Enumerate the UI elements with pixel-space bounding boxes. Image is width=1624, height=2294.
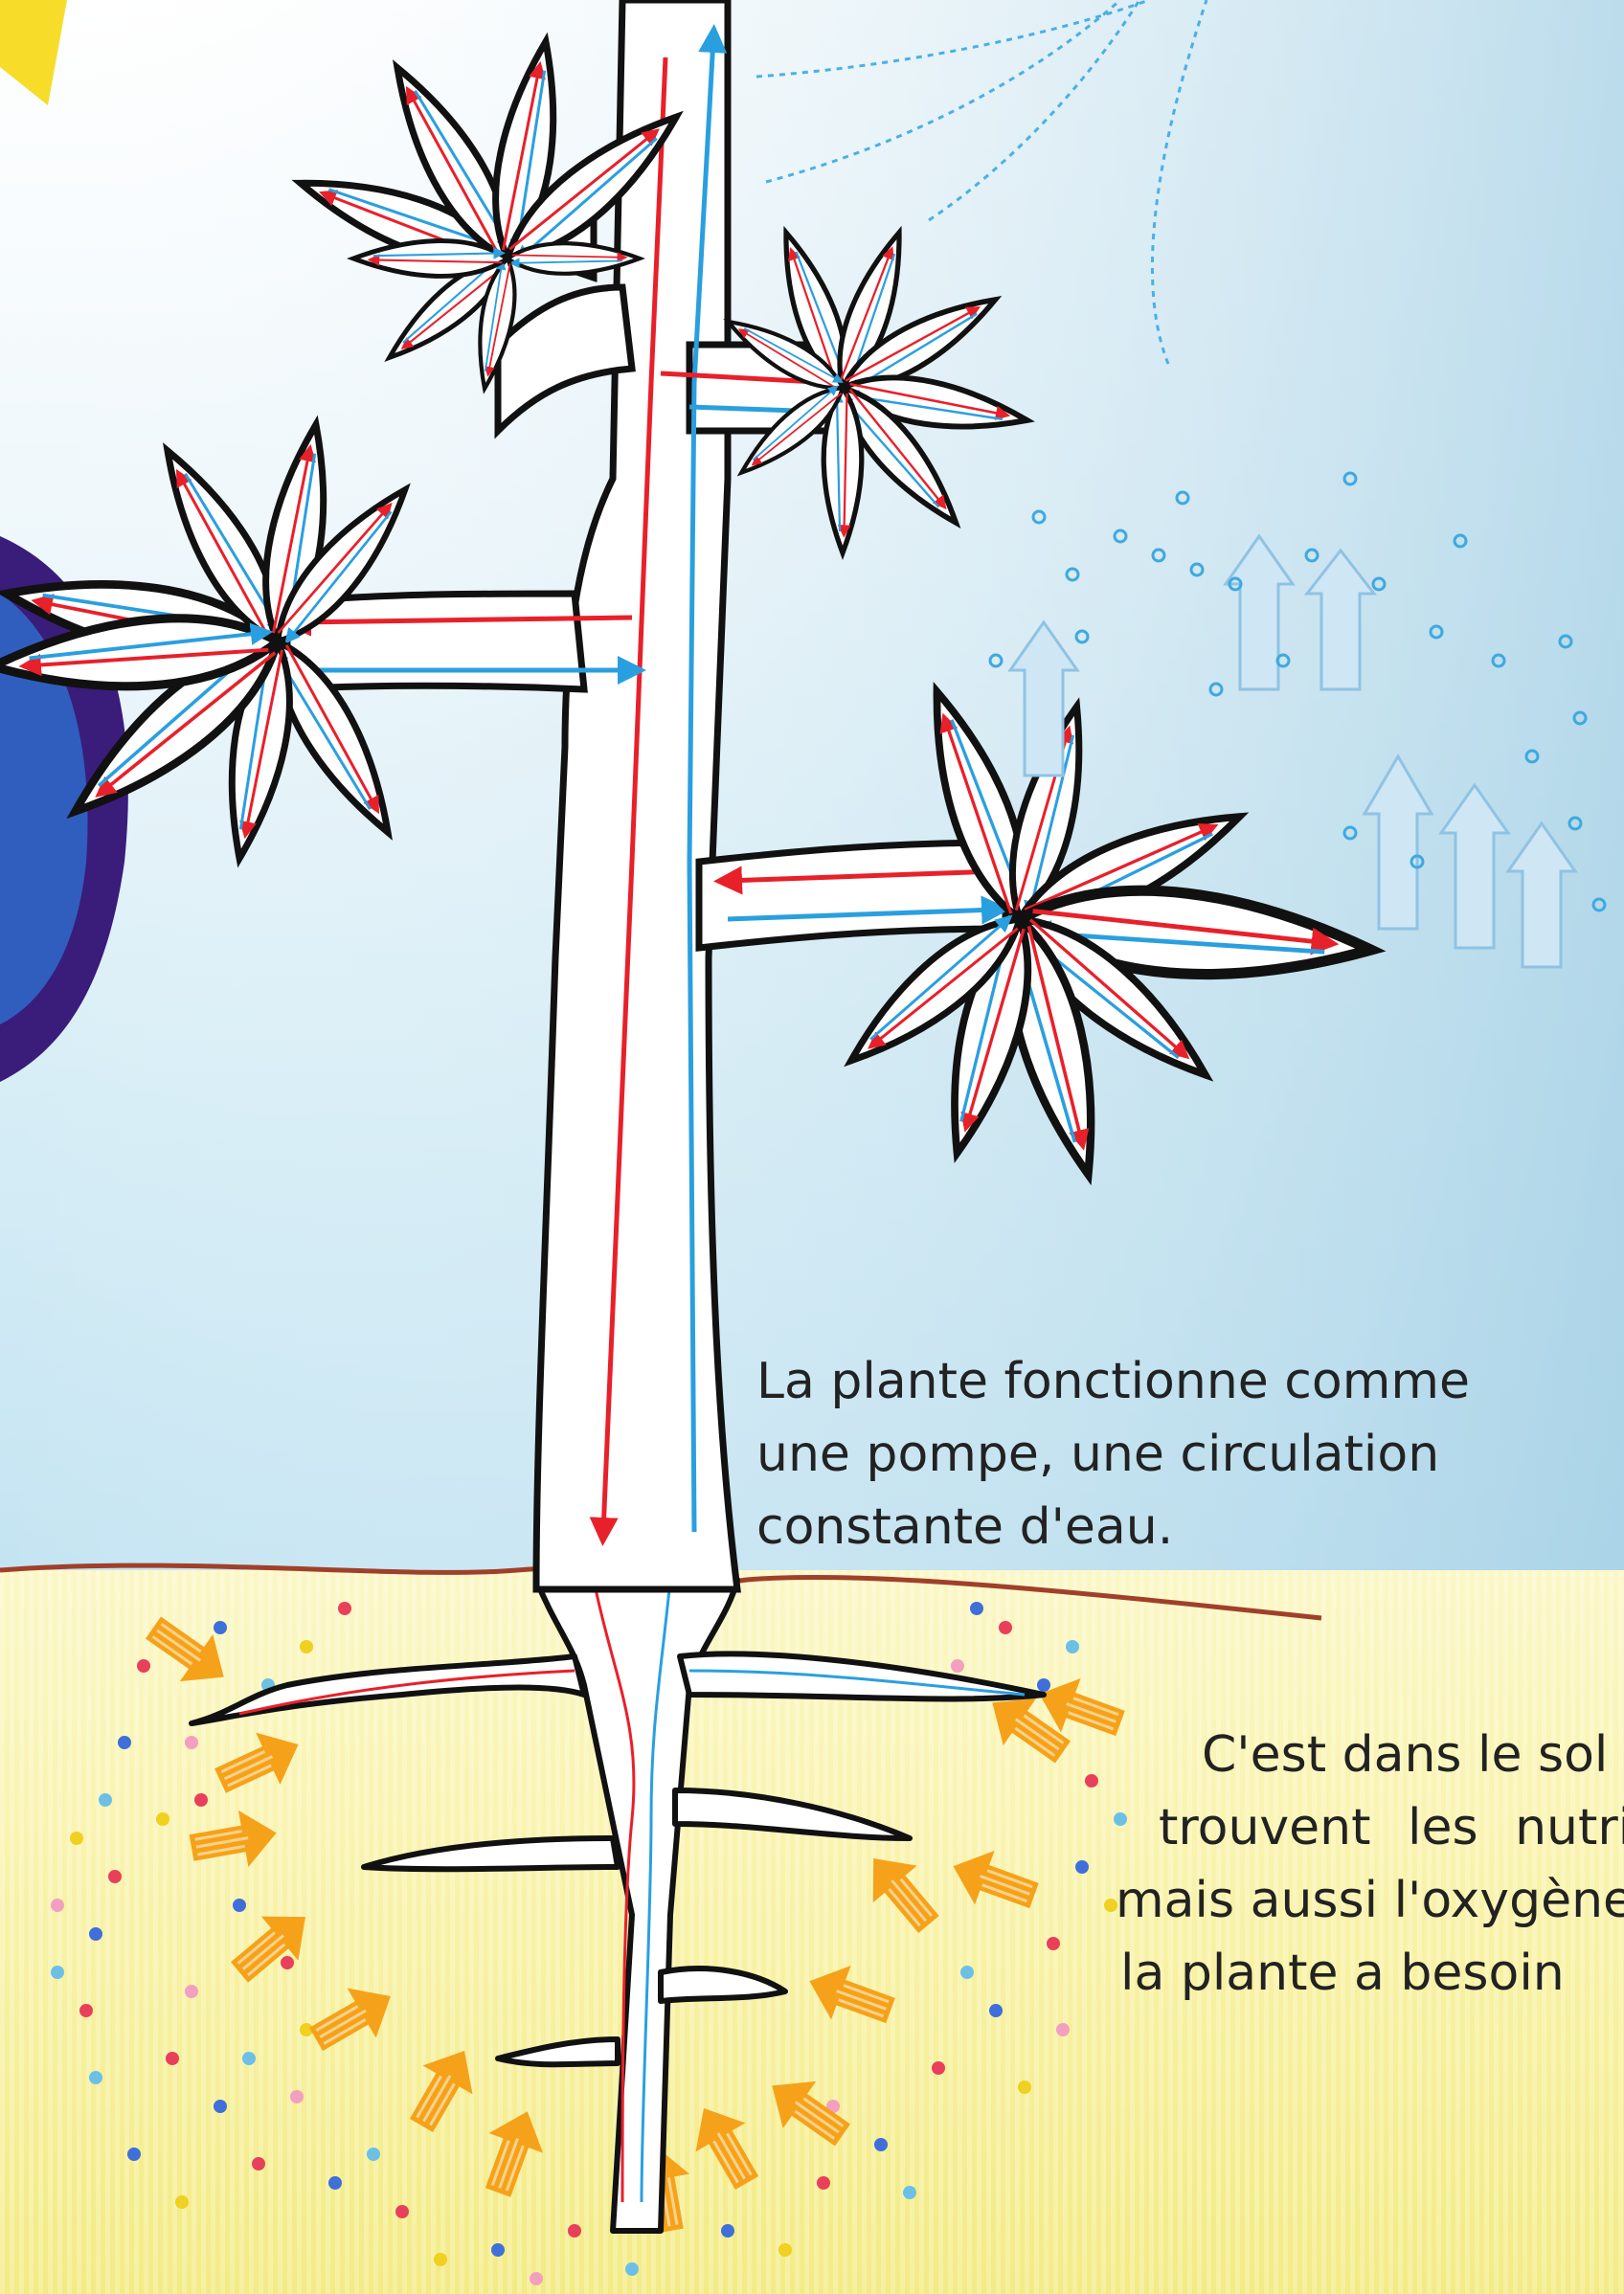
caption-pump-line-2: une pompe, une circulation bbox=[756, 1418, 1470, 1491]
caption-soil-line-4: la plante a besoin bbox=[1116, 1937, 1624, 2010]
caption-soil-line-2: trouvent les nutri bbox=[1116, 1791, 1624, 1864]
caption-soil: C'est dans le sol q trouvent les nutri m… bbox=[1116, 1719, 1624, 2010]
caption-soil-line-3: mais aussi l'oxygène bbox=[1116, 1864, 1624, 1937]
caption-pump-line-1: La plante fonctionne comme bbox=[756, 1345, 1470, 1418]
caption-pump: La plante fonctionne comme une pompe, un… bbox=[756, 1345, 1470, 1563]
caption-soil-line-1: C'est dans le sol q bbox=[1116, 1719, 1624, 1791]
caption-pump-line-3: constante d'eau. bbox=[756, 1491, 1470, 1563]
